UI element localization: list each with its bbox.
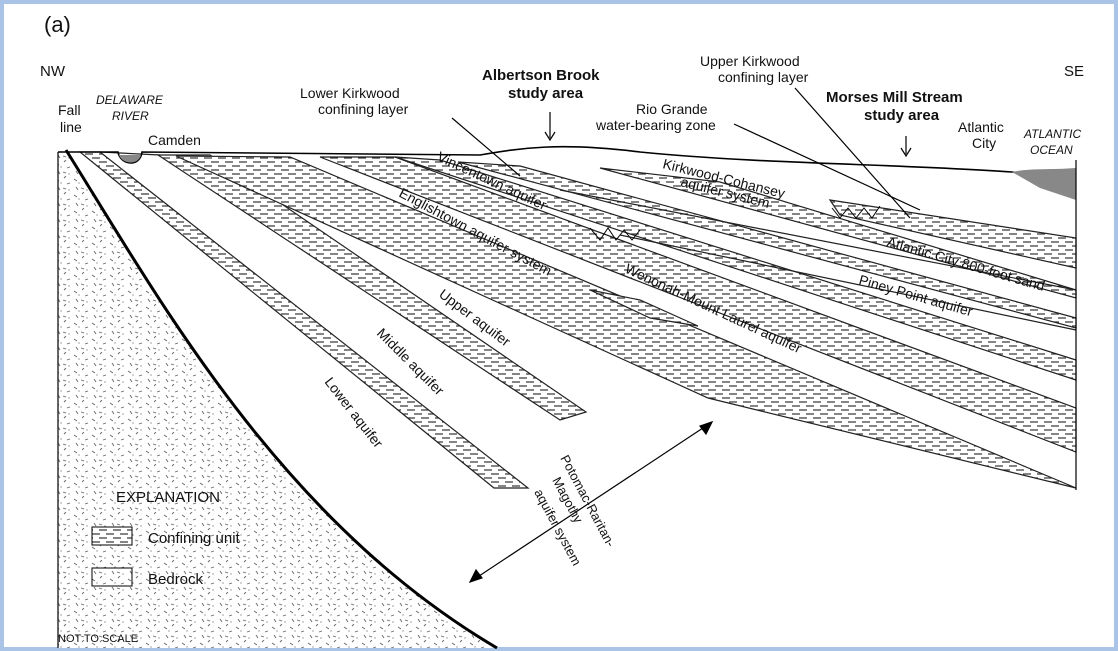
- delaware-river-channel: [119, 155, 141, 163]
- panel-label: (a): [44, 12, 71, 37]
- lower-kirkwood-label-1: Lower Kirkwood: [300, 85, 400, 101]
- land-surface: [58, 145, 1077, 181]
- morses-mill-label-1: Morses Mill Stream: [826, 89, 963, 106]
- bedrock-legend-label: Bedrock: [148, 571, 204, 588]
- nw-direction: NW: [40, 63, 66, 80]
- atlantic-city-label-2: City: [972, 135, 996, 151]
- atlantic-city-label-1: Atlantic: [958, 119, 1004, 135]
- morses-mill-label-2: study area: [864, 107, 940, 124]
- fall-line-label-2: line: [60, 119, 82, 135]
- rio-grande-label-1: Rio Grande: [636, 101, 708, 117]
- fall-line-label-1: Fall: [58, 102, 81, 118]
- albertson-brook-label-1: Albertson Brook: [482, 67, 600, 84]
- se-direction: SE: [1064, 63, 1084, 80]
- upper-kirkwood-label-1: Upper Kirkwood: [700, 53, 800, 69]
- bedrock-surface: [64, 149, 498, 650]
- camden-label: Camden: [148, 132, 201, 148]
- lower-kirkwood-label-2: confining layer: [318, 101, 409, 117]
- confining-unit-swatch: [91, 526, 133, 546]
- confining-unit-legend-label: Confining unit: [148, 530, 241, 547]
- upper-kirkwood-label-2: confining layer: [718, 69, 809, 85]
- delaware-river-label-1: DELAWARE: [96, 93, 164, 107]
- atlantic-ocean-label-2: OCEAN: [1030, 143, 1073, 157]
- confining-units: [78, 151, 1077, 489]
- pointer-arrows: [451, 87, 921, 584]
- albertson-brook-label-2: study area: [508, 85, 584, 102]
- not-to-scale-note: NOT TO SCALE: [58, 633, 138, 645]
- atlantic-ocean-label-1: ATLANTIC: [1023, 127, 1081, 141]
- confining-band-2: [155, 154, 588, 421]
- atlantic-ocean-water: [1012, 168, 1076, 200]
- confining-lens: [589, 289, 699, 327]
- bedrock-unit: [58, 150, 497, 648]
- delaware-river-label-2: RIVER: [112, 109, 149, 123]
- interfingering-zigzags: [589, 205, 881, 241]
- explanation-title: EXPLANATION: [116, 489, 220, 506]
- rio-grande-label-2: water-bearing zone: [595, 117, 716, 133]
- bedrock-swatch: [91, 567, 133, 587]
